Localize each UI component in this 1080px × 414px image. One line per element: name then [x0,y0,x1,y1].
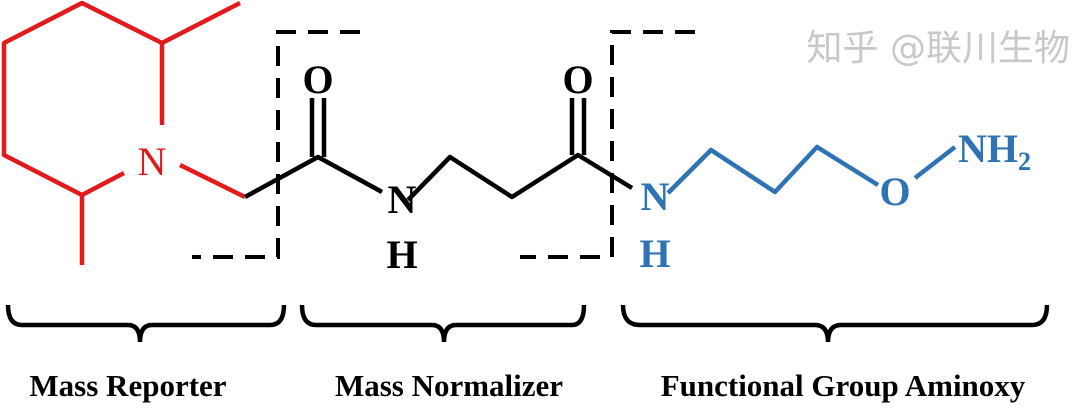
dashed-divider-1 [192,30,360,259]
normalizer-oxygen-1: O [302,57,333,102]
functional-oxygen: O [879,169,910,214]
label-functional-group: Functional Group Aminoxy [661,368,1026,403]
functional-hydrogen: H [639,231,670,276]
functional-group-bonds [666,144,957,195]
dashed-divider-2 [520,30,695,259]
braces [5,304,1050,343]
label-mass-reporter: Mass Reporter [29,368,226,403]
mass-reporter-bonds [1,0,246,265]
brace-reporter [5,304,287,343]
reporter-nitrogen: N [138,139,167,184]
brace-normalizer [299,304,587,343]
functional-nh2: NH2 [958,126,1031,176]
label-mass-normalizer: Mass Normalizer [335,368,563,403]
normalizer-hydrogen: H [386,232,417,277]
functional-nitrogen: N [641,174,670,219]
nh-text: NH [958,126,1018,171]
normalizer-oxygen-2: O [562,57,593,102]
normalizer-nitrogen: N [388,177,417,222]
mass-normalizer-bonds [243,98,634,202]
brace-functional [620,304,1050,343]
watermark: 知乎 @联川生物 [807,28,1070,69]
subscript-2: 2 [1018,147,1031,176]
